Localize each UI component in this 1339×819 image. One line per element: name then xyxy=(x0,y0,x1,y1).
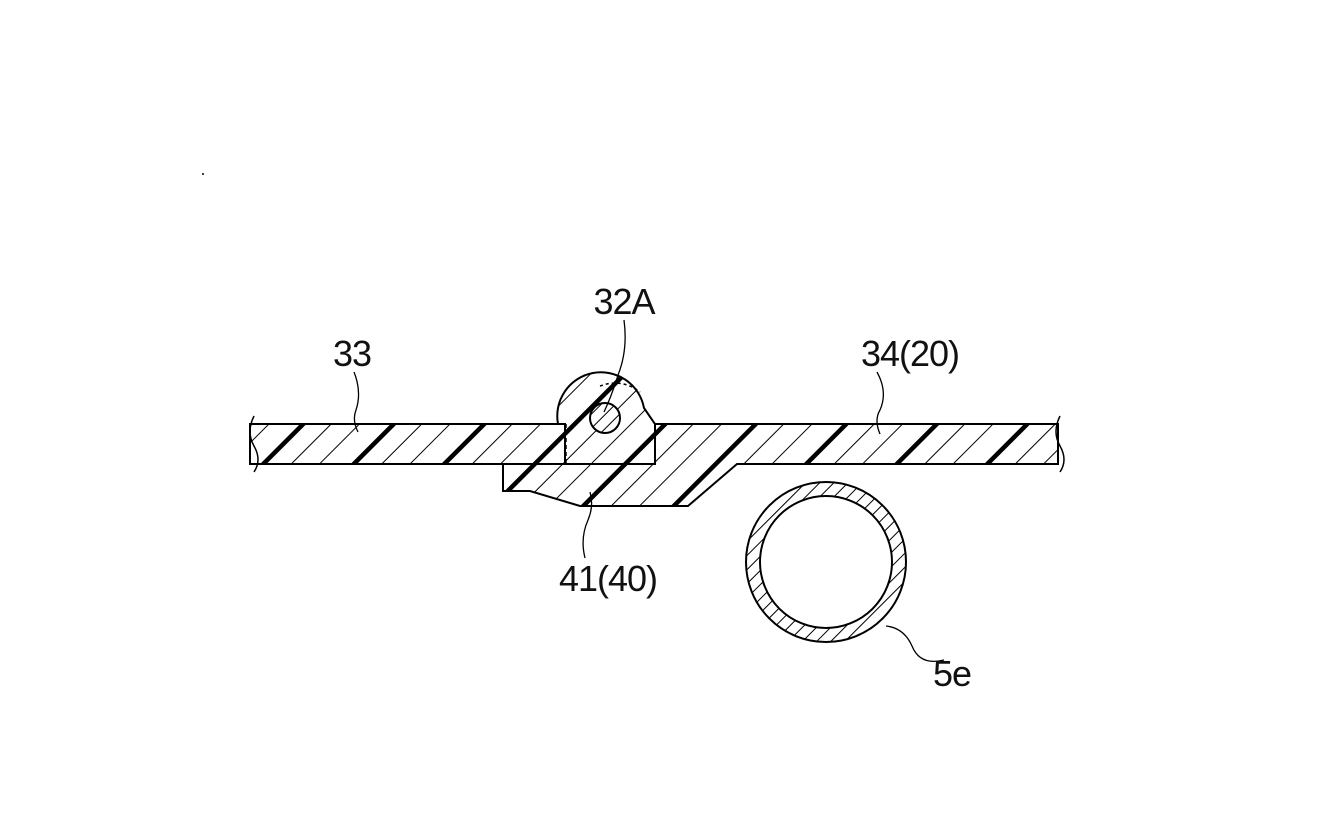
pipe-5e xyxy=(745,481,907,643)
left-wall-section xyxy=(249,423,566,465)
leader-32a xyxy=(603,319,626,413)
hinge-dashed-top xyxy=(599,382,641,393)
stray-dot xyxy=(202,173,204,175)
leader-5e xyxy=(885,625,945,663)
break-mark-left xyxy=(249,415,259,473)
leader-41-40 xyxy=(582,491,593,559)
label-bracket-41-40: 41(40) xyxy=(559,558,657,599)
label-wall-33: 33 xyxy=(333,333,371,374)
label-wall-34-20: 34(20) xyxy=(861,333,959,374)
leader-33 xyxy=(353,371,360,433)
label-rod-32a: 32A xyxy=(593,281,655,322)
rod-32a xyxy=(589,402,621,434)
break-mark-right xyxy=(1055,415,1065,473)
leader-34-20 xyxy=(876,371,884,435)
label-pipe-5e: 5e xyxy=(933,653,971,694)
